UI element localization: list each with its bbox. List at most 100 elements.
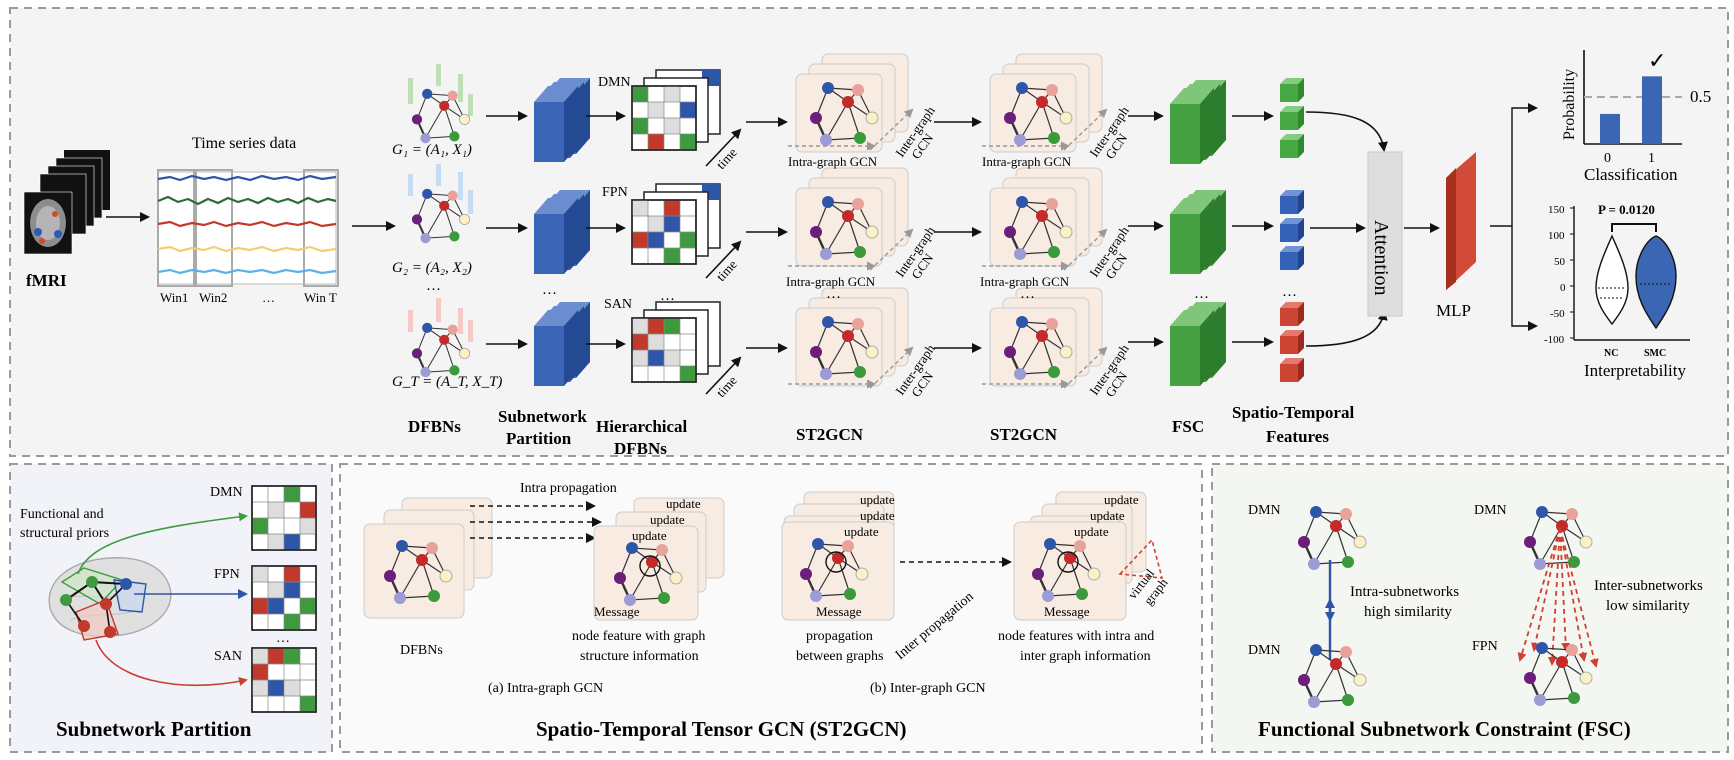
interp-ytick-100: 100: [1548, 230, 1565, 242]
fsc-inter-text-1: Inter-subnetworks: [1594, 578, 1703, 594]
feature-dots: …: [1282, 284, 1297, 300]
feature-cubes-blue: [1280, 190, 1304, 270]
win-label-dots: …: [262, 290, 275, 305]
fsc-intra-text-2: high similarity: [1364, 604, 1452, 620]
inter-arrow-1b: [1063, 108, 1108, 151]
inter-left-stack: [781, 491, 895, 621]
interpretability-chart: [1570, 206, 1690, 341]
stage-label-st2gcn-1: ST2GCN: [796, 425, 864, 444]
interp-group-smc: SMC: [1644, 348, 1666, 359]
arrow-mlp-to-interpretability: [1511, 226, 1538, 331]
st2gcn-2-row2: [990, 168, 1102, 266]
st2gcn-1-row3: [796, 288, 908, 386]
inter-arrow-3a: [869, 346, 914, 389]
update-label-3: update: [632, 528, 667, 543]
stage-label-hier-1: Hierarchical: [596, 417, 688, 436]
intra-label-1a: Intra-graph GCN: [788, 154, 878, 169]
stage-label-subnetwork-1: Subnetwork: [498, 407, 587, 426]
priors-text-2: structural priors: [20, 526, 109, 541]
attention-box: [1367, 151, 1403, 317]
arrow-brain-to-dmn: [77, 512, 248, 575]
hier-label-fpn: FPN: [602, 185, 628, 200]
feature-cubes-green: [1280, 78, 1304, 158]
arrow-features-red-to-attention: [1305, 310, 1388, 347]
st2gcn-2-dots: …: [1020, 286, 1035, 302]
propagation-text-1: propagation: [806, 629, 873, 644]
fsc-inter-text-2: low similarity: [1606, 598, 1690, 614]
graph-dots: …: [426, 278, 441, 294]
classification-bar-0: [1600, 113, 1620, 144]
hierarchical-matrix-fpn: [631, 183, 721, 265]
interp-title: Interpretability: [1584, 361, 1686, 380]
mlp-block: [1446, 152, 1476, 290]
timeseries-line-blue: [157, 174, 337, 182]
interp-pvalue: P = 0.0120: [1598, 202, 1655, 217]
mlp-label: MLP: [1436, 301, 1471, 320]
intra-propagation-label: Intra propagation: [520, 481, 617, 496]
threshold-label: 0.5: [1690, 87, 1711, 106]
hierarchical-matrix-dmn: [631, 69, 721, 151]
node-feat-text-3: node features with intra and: [998, 629, 1154, 644]
arrow-brain-to-san: [95, 639, 248, 686]
bl-title: Subnetwork Partition: [56, 717, 252, 741]
timeseries-line-green: [157, 195, 337, 206]
brain-illustration: [48, 557, 172, 641]
bl-subnet-dmn: DMN: [210, 485, 243, 500]
interp-ytick-m100: -100: [1544, 334, 1565, 346]
intra-input-stack: [363, 497, 493, 619]
fsc-fpn-label: FPN: [1472, 639, 1498, 654]
classification-chart: [1583, 50, 1682, 145]
node-feat-text-1: node feature with graph: [572, 629, 705, 644]
stage-label-stf-2: Features: [1266, 427, 1329, 446]
fsc-intra-text-1: Intra-subnetworks: [1350, 584, 1459, 600]
graph-label-2: G₂ = (A₂, X₂): [392, 260, 472, 276]
intra-label-2a: Intra-graph GCN: [786, 274, 876, 289]
timeseries-title: Time series data: [192, 135, 296, 152]
arrow-features-green-to-attention: [1305, 111, 1388, 152]
graph-label-T: G_T = (A_T, X_T): [392, 374, 502, 390]
dfbn-graph-2: [408, 164, 473, 245]
interp-ytick-m50: -50: [1550, 308, 1565, 320]
inter-arrow-3b: [1063, 346, 1108, 389]
interp-ytick-50: 50: [1554, 256, 1566, 268]
bl-matrix-dmn: [251, 485, 317, 551]
bl-matrix-fpn: [251, 565, 317, 631]
interp-group-nc: NC: [1604, 348, 1618, 359]
violin-nc: [1595, 234, 1629, 326]
dfbn-graph-T: [408, 298, 473, 379]
stage-label-st2gcn-2: ST2GCN: [990, 425, 1058, 444]
hier-label-dmn: DMN: [598, 75, 631, 90]
stage-label-hier-2: DFBNs: [614, 439, 667, 458]
class-tick-0: 0: [1604, 151, 1611, 166]
timeseries-line-lightblue: [157, 268, 337, 275]
stage-label-fsc: FSC: [1172, 417, 1204, 436]
fsc-panel: [1211, 463, 1729, 753]
attention-label: Attention: [1370, 220, 1392, 296]
interp-ytick-150: 150: [1548, 204, 1565, 216]
stage-label-stf-1: Spatio-Temporal: [1232, 403, 1354, 422]
bl-dots: …: [276, 631, 290, 646]
st2gcn-2-row1: [990, 54, 1102, 152]
inter-arrow-2a: [869, 228, 914, 271]
win-label-2: Win2: [199, 290, 227, 305]
interp-ytick-0: 0: [1560, 282, 1566, 294]
classification-title: Classification: [1584, 165, 1678, 184]
block-dots: …: [542, 282, 557, 298]
fsc-dmn-label-1: DMN: [1248, 503, 1281, 518]
dfbn-graph-1: [408, 64, 473, 145]
fsc-dmn-label-3: DMN: [1474, 503, 1507, 518]
hier-dots: …: [660, 288, 675, 304]
timeseries-line-yellow: [157, 245, 337, 253]
fmri-scan-stack: [23, 150, 110, 255]
update-label-7: update: [1104, 492, 1139, 507]
inter-right-stack: [1013, 491, 1164, 621]
graph-label-1: G₁ = (A₁, X₁): [392, 142, 472, 158]
update-label-2: update: [650, 512, 685, 527]
caption-inter: (b) Inter-graph GCN: [870, 681, 986, 696]
classification-bar-1: [1642, 76, 1662, 144]
st2gcn-1-row2: [796, 168, 908, 266]
fmri-label: fMRI: [26, 271, 67, 290]
bm-title: Spatio-Temporal Tensor GCN (ST2GCN): [536, 717, 906, 741]
timeseries-plot: [157, 169, 339, 287]
